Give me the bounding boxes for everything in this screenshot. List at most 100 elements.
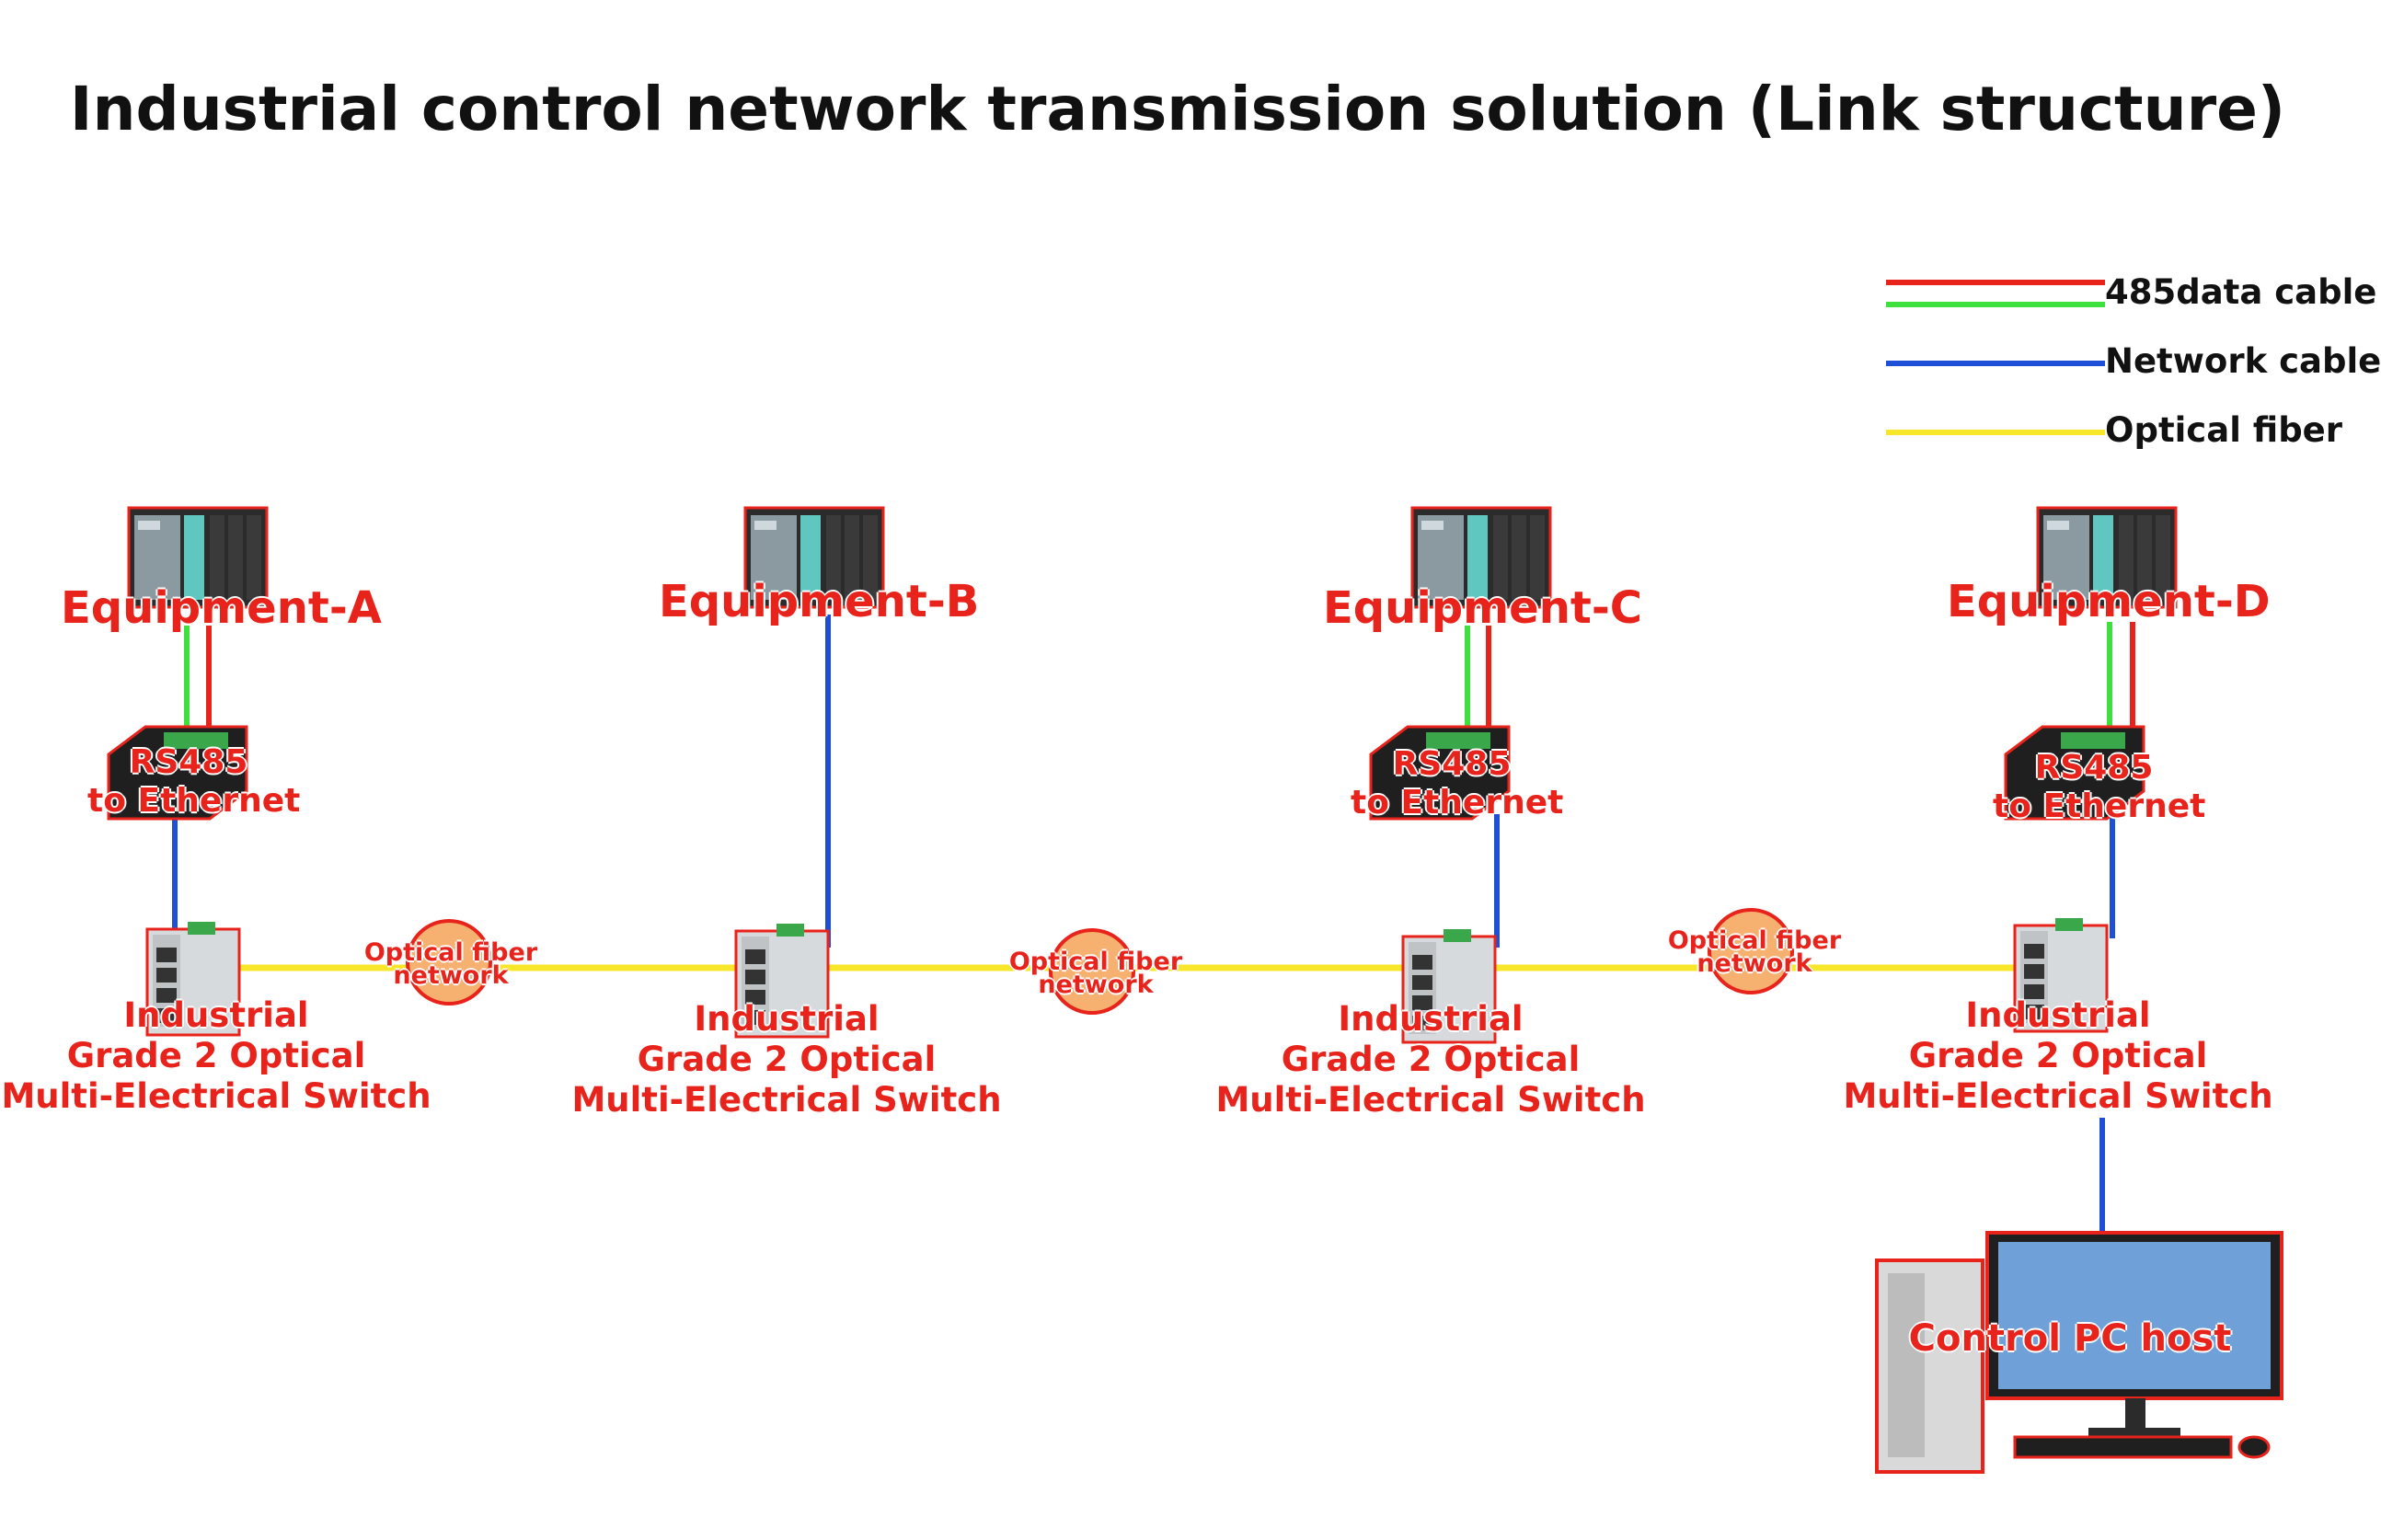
fiber-network-3-icon <box>1708 908 1794 994</box>
plc-module <box>2137 515 2152 600</box>
plc-module <box>2156 515 2170 600</box>
plc-module <box>845 515 859 600</box>
plc-module <box>2119 515 2134 600</box>
plc-io-strip <box>1467 515 1488 600</box>
switch-port <box>156 988 177 1003</box>
converter-d-label: RS485 to Ethernet <box>1993 749 2206 826</box>
switch-power-terminal <box>1444 929 1471 942</box>
converter-a-label: RS485 to Ethernet <box>87 743 301 821</box>
switch-power-terminal <box>188 922 215 935</box>
pc-screen <box>1998 1242 2271 1389</box>
switch-port <box>156 948 177 962</box>
equipment-c-label: Equipment-C <box>1323 582 1642 634</box>
fiber-network-2-icon <box>1049 928 1135 1015</box>
pc-keyboard <box>2013 1435 2233 1459</box>
converter-body <box>1369 725 1511 821</box>
switch-d-label: Industrial Grade 2 Optical Multi-Electri… <box>1842 995 2274 1117</box>
legend-label-optical-fiber: Optical fiber <box>2105 410 2343 450</box>
equipment-b-plc-icon <box>743 506 885 609</box>
switch-port <box>2024 944 2044 959</box>
fiber-network-1-label-line1: Optical fiber <box>363 938 538 967</box>
equipment-c-plc-icon <box>1410 506 1552 609</box>
switch-port <box>1412 1016 1432 1030</box>
pc-mouse <box>2237 1435 2271 1459</box>
equipment-a-plc-icon <box>127 506 269 609</box>
fiber-network-3-label-line1: Optical fiber <box>1667 926 1842 955</box>
converter-a-label-line1: RS485 <box>129 743 248 781</box>
switch-a-label-line2: Grade 2 Optical <box>66 1036 366 1075</box>
plc-module <box>228 515 243 600</box>
switch-port <box>2024 984 2044 999</box>
legend-label-485-data-cable: 485data cable <box>2105 272 2377 312</box>
legend-label-network-cable: Network cable <box>2105 341 2381 381</box>
converter-body <box>2004 725 2145 821</box>
plc-module <box>863 515 878 600</box>
switch-a-icon <box>145 922 241 1037</box>
plc-module <box>826 515 841 600</box>
plc-display <box>138 521 160 530</box>
plc-display <box>754 521 776 530</box>
fiber-network-3-label-line2: network <box>1697 949 1812 978</box>
switch-c-label-line3: Multi-Electrical Switch <box>1215 1080 1646 1120</box>
switch-c-label-line2: Grade 2 Optical <box>1281 1040 1581 1079</box>
nodes-layer <box>107 506 2283 1474</box>
switch-port <box>1412 995 1432 1010</box>
fiber-network-2-label-line2: network <box>1038 971 1154 999</box>
switch-port <box>745 1010 765 1025</box>
fiber-network-2-label: Optical fiber network <box>995 948 1197 999</box>
equipment-a-label: Equipment-A <box>61 582 382 634</box>
converter-d-label-line2: to Ethernet <box>1993 787 2206 825</box>
converter-d-icon <box>2004 725 2145 821</box>
converter-terminal-block <box>164 732 228 749</box>
converter-c-label-line2: to Ethernet <box>1351 784 1564 822</box>
plc-display <box>2047 521 2069 530</box>
fiber-network-3-label: Optical fiber network <box>1653 926 1856 978</box>
switch-d-label-line2: Grade 2 Optical <box>1908 1036 2208 1075</box>
converter-c-label-line1: RS485 <box>1392 745 1512 783</box>
plc-module <box>247 515 261 600</box>
wires-layer <box>172 280 2135 1253</box>
switch-b-label: Industrial Grade 2 Optical Multi-Electri… <box>570 999 1003 1121</box>
pc-monitor-base <box>2088 1428 2180 1437</box>
switch-d-label-line3: Multi-Electrical Switch <box>1843 1076 2273 1116</box>
converter-c-icon <box>1369 725 1511 821</box>
switch-port <box>156 1008 177 1023</box>
switch-a-label: Industrial Grade 2 Optical Multi-Electri… <box>0 995 432 1117</box>
plc-display <box>1421 521 1444 530</box>
plc-io-strip <box>2093 515 2113 600</box>
plc-io-strip <box>184 515 204 600</box>
fiber-network-2-label-line1: Optical fiber <box>1008 948 1183 976</box>
switch-port <box>2024 1005 2044 1019</box>
switch-c-label-line1: Industrial <box>1338 999 1524 1039</box>
plc-module <box>1493 515 1508 600</box>
equipment-b-label: Equipment-B <box>659 576 980 627</box>
fiber-network-1-label: Optical fiber network <box>350 938 552 990</box>
converter-terminal-block <box>1426 732 1490 749</box>
pc-monitor-stand <box>2125 1398 2145 1430</box>
pc-tower-front <box>1888 1273 1925 1457</box>
converter-a-icon <box>107 725 248 821</box>
switch-c-icon <box>1401 929 1497 1044</box>
switch-b-label-line2: Grade 2 Optical <box>637 1040 937 1079</box>
fiber-network-1-label-line2: network <box>393 961 509 990</box>
switch-power-terminal <box>2055 918 2083 931</box>
switch-port <box>745 990 765 1005</box>
plc-io-strip <box>800 515 821 600</box>
switch-power-terminal <box>776 924 804 937</box>
switch-a-label-line3: Multi-Electrical Switch <box>1 1076 431 1116</box>
equipment-d-plc-icon <box>2036 506 2178 609</box>
switch-port <box>1412 955 1432 970</box>
switch-a-label-line1: Industrial <box>123 995 309 1035</box>
switch-port <box>1412 975 1432 990</box>
plc-module <box>1512 515 1526 600</box>
fiber-network-1-icon <box>406 919 492 1006</box>
switch-port <box>2024 964 2044 979</box>
switch-c-label: Industrial Grade 2 Optical Multi-Electri… <box>1214 999 1647 1121</box>
diagram-title: Industrial control network transmission … <box>69 74 2286 144</box>
converter-d-label-line1: RS485 <box>2034 749 2154 787</box>
plc-module <box>1530 515 1545 600</box>
converter-a-label-line2: to Ethernet <box>87 782 301 820</box>
switch-d-icon <box>2013 918 2109 1033</box>
switch-port <box>156 968 177 983</box>
